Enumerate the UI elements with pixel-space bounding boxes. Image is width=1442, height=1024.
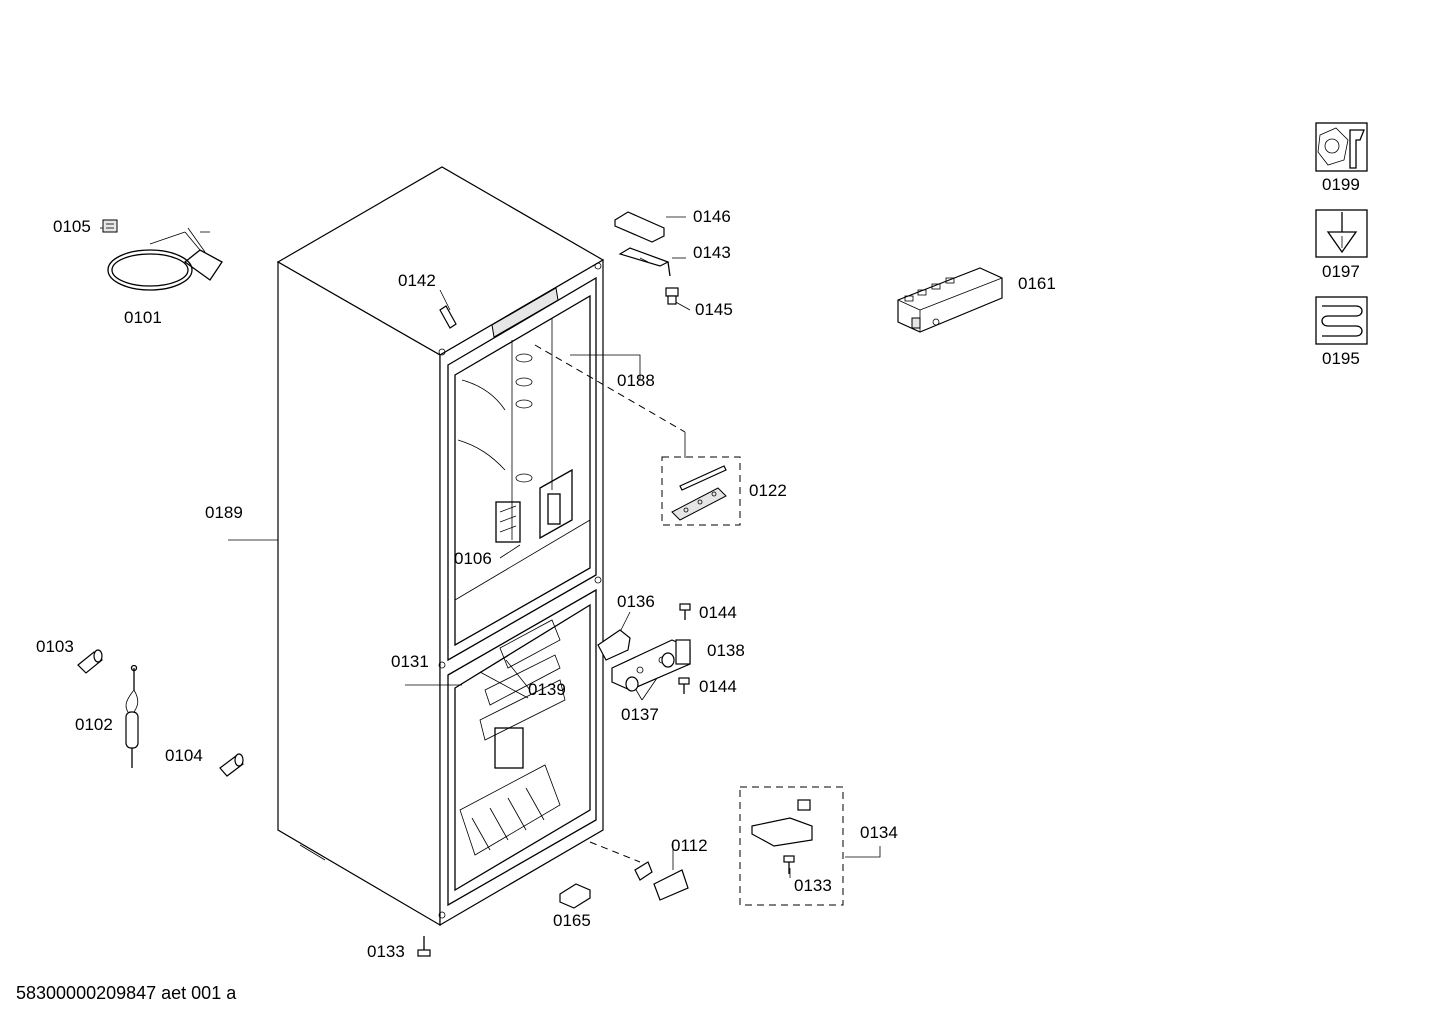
- label-0103: 0103: [36, 637, 74, 656]
- label-0165: 0165: [553, 911, 591, 930]
- tube-cap-0103[interactable]: [77, 649, 103, 674]
- label-0102: 0102: [75, 715, 113, 734]
- label-0189: 0189: [205, 503, 243, 522]
- label-0134: 0134: [860, 823, 898, 842]
- label-0105: 0105: [53, 217, 91, 236]
- label-0144-top: 0144: [699, 603, 737, 622]
- label-0101: 0101: [124, 308, 162, 327]
- label-0139: 0139: [528, 680, 566, 699]
- part-0165[interactable]: [559, 883, 591, 909]
- label-0144-bottom: 0144: [699, 677, 737, 696]
- label-0112: 0112: [671, 836, 708, 855]
- wrench-nut-icon: [1315, 122, 1368, 172]
- label-0197: 0197: [1322, 262, 1360, 281]
- screwdriver-icon: [1315, 209, 1368, 258]
- heating-coil-icon: [1315, 296, 1368, 345]
- kit-0134[interactable]: [739, 786, 844, 906]
- hinge-0143[interactable]: [618, 247, 671, 277]
- label-0142: 0142: [398, 271, 436, 290]
- screw-0133[interactable]: [417, 936, 431, 957]
- document-id: 58300000209847 aet 001 a: [16, 983, 237, 1003]
- label-0195: 0195: [1322, 349, 1360, 368]
- label-0133-bottom: 0133: [367, 942, 405, 961]
- label-0106: 0106: [454, 549, 492, 568]
- label-0137: 0137: [621, 705, 659, 724]
- bushing-0145[interactable]: [665, 287, 679, 305]
- cord-clip[interactable]: [102, 219, 118, 233]
- hinge-bracket-0136[interactable]: [597, 629, 631, 661]
- label-0133-kit: 0133: [794, 876, 832, 895]
- label-0138: 0138: [707, 641, 745, 660]
- label-0145: 0145: [695, 300, 733, 319]
- leader-lines: [100, 216, 881, 878]
- washers-0137[interactable]: [625, 652, 675, 692]
- tube-cap-0104[interactable]: [219, 753, 244, 777]
- label-0143: 0143: [693, 243, 731, 262]
- label-0188: 0188: [617, 371, 655, 390]
- label-0136: 0136: [617, 592, 655, 611]
- control-unit-0161[interactable]: [897, 267, 1003, 333]
- part-0112[interactable]: [634, 861, 689, 901]
- fridge-cabinet[interactable]: [276, 166, 605, 927]
- temperature-sensor[interactable]: [125, 664, 139, 769]
- kit-0122[interactable]: [661, 456, 741, 526]
- screw-0144-top[interactable]: [679, 603, 691, 620]
- label-0146: 0146: [693, 207, 731, 226]
- label-0131: 0131: [391, 652, 429, 671]
- label-0199: 0199: [1322, 175, 1360, 194]
- label-0161: 0161: [1018, 274, 1056, 293]
- power-cord[interactable]: [107, 227, 223, 291]
- hinge-cover-0146[interactable]: [614, 211, 665, 243]
- label-0104: 0104: [165, 746, 203, 765]
- label-0122: 0122: [749, 481, 787, 500]
- pin-0142[interactable]: [439, 305, 457, 329]
- screw-0144-bottom[interactable]: [678, 677, 690, 694]
